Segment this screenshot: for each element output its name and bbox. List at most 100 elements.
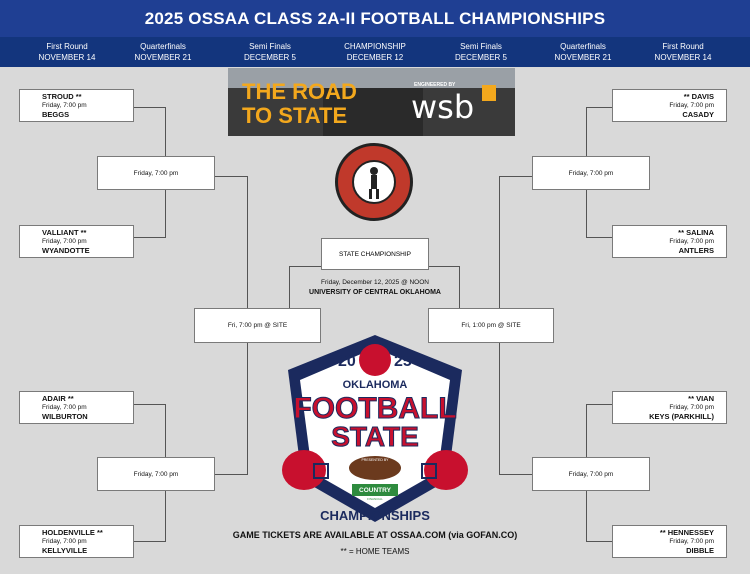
bracket-line (586, 541, 618, 542)
game-time: Friday, 7:00 pm (42, 102, 87, 109)
banner-title-line2: TO STATE (242, 103, 348, 128)
bracket-line (289, 266, 322, 267)
bracket-line (215, 474, 248, 475)
logo-state-word: STATE (331, 421, 419, 452)
away-team: CASADY (682, 110, 714, 119)
banner-sky (228, 68, 515, 88)
country-financial-logo (352, 484, 398, 496)
first-round-game: ** DAVIS Friday, 7:00 pm CASADY (612, 89, 727, 122)
game-time: Friday, 7:00 pm (42, 538, 87, 545)
right-helmet-icon (421, 450, 468, 490)
home-team: HOLDENVILLE ** (42, 528, 103, 537)
first-round-game: VALLIANT ** Friday, 7:00 pm WYANDOTTE (19, 225, 134, 258)
banner-title-line1: THE ROAD (242, 79, 357, 104)
home-team: ADAIR ** (42, 394, 74, 403)
round-name: Semi Finals (249, 42, 291, 51)
bracket-line (289, 266, 290, 308)
bracket-line (586, 404, 618, 405)
game-time: Friday, 7:00 pm (42, 404, 87, 411)
bracket-line (133, 404, 165, 405)
round-date: NOVEMBER 21 (134, 53, 192, 62)
wsb-flag-icon (482, 85, 496, 101)
game-time: Friday, 7:00 pm (42, 238, 87, 245)
logo-seal-icon (359, 344, 391, 376)
round-name: Semi Finals (460, 42, 502, 51)
home-teams-note: ** = HOME TEAMS (340, 547, 410, 556)
away-team: KEYS (PARKHILL) (649, 412, 714, 421)
home-team: ** SALINA (678, 228, 714, 237)
page-title: 2025 OSSAA CLASS 2A-II FOOTBALL CHAMPION… (0, 0, 750, 37)
championship-venue: UNIVERSITY OF CENTRAL OKLAHOMA (309, 289, 441, 296)
logo-football: FOOTBALL (293, 392, 456, 425)
bracket-line (459, 266, 460, 308)
logo-presented-by: PRESENTED BY (361, 458, 389, 462)
away-team: KELLYVILLE (42, 546, 88, 555)
seal-center (352, 160, 396, 204)
first-round-game: ** SALINA Friday, 7:00 pm ANTLERS (612, 225, 727, 258)
round-name: Quarterfinals (560, 42, 606, 51)
player-silhouette-icon (369, 167, 379, 199)
logo-sponsor-sub: FINANCIAL (367, 497, 383, 501)
round-date: NOVEMBER 21 (554, 53, 612, 62)
bracket-line (499, 474, 533, 475)
logo-year-left: 20 (338, 353, 356, 370)
football-state-championships-logo: 20 25 OKLAHOMA FOOTBALL STATE PRESENTED … (282, 335, 468, 523)
banner-title: THE ROAD TO STATE (242, 80, 357, 128)
first-round-game: STROUD ** Friday, 7:00 pm BEGGS (19, 89, 134, 122)
first-round-game: ADAIR ** Friday, 7:00 pm WILBURTON (19, 391, 134, 424)
home-team: VALLIANT ** (42, 228, 87, 237)
away-team: DIBBLE (686, 546, 714, 555)
ossaa-seal-icon (335, 143, 413, 221)
home-team: ** HENNESSEY (659, 528, 714, 537)
bracket-line (586, 237, 618, 238)
banner-road (323, 88, 423, 136)
semifinal-game: Fri, 7:00 pm @ SITE (194, 308, 321, 343)
round-name: First Round (662, 42, 704, 51)
logo-shield-inner (300, 348, 450, 508)
state-championship-box: STATE CHAMPIONSHIP (321, 238, 429, 270)
tickets-note: GAME TICKETS ARE AVAILABLE AT OSSAA.COM … (232, 530, 518, 540)
bracket-line (133, 107, 165, 108)
away-team: BEGGS (42, 110, 70, 119)
semifinal-game: Fri, 1:00 pm @ SITE (428, 308, 554, 343)
bracket-line (215, 176, 247, 177)
wsb-logo: wsb (411, 88, 475, 126)
bracket-line (133, 237, 166, 238)
football-icon (349, 456, 401, 480)
first-round-game: ** VIAN Friday, 7:00 pm KEYS (PARKHILL) (612, 391, 727, 424)
bracket-line (428, 266, 460, 267)
round-date: NOVEMBER 14 (38, 53, 96, 62)
round-name: Quarterfinals (140, 42, 186, 51)
round-date: DECEMBER 12 (346, 53, 404, 62)
championship-info: Friday, December 12, 2025 @ NOON UNIVERS… (270, 278, 480, 298)
home-team: STROUD ** (42, 92, 82, 101)
game-time: Friday, 7:00 pm (669, 404, 714, 411)
bracket-line (133, 541, 166, 542)
quarterfinal-game: Friday, 7:00 pm (532, 156, 650, 190)
game-time: Friday, 7:00 pm (669, 102, 714, 109)
logo-state: OKLAHOMA (343, 379, 408, 391)
round-date: NOVEMBER 14 (654, 53, 712, 62)
round-name: CHAMPIONSHIP (344, 42, 406, 51)
first-round-game: HOLDENVILLE ** Friday, 7:00 pm KELLYVILL… (19, 525, 134, 558)
logo-year-right: 25 (394, 353, 412, 370)
round-date: DECEMBER 5 (243, 53, 296, 62)
bracket-line (586, 107, 618, 108)
game-time: Friday, 7:00 pm (669, 238, 714, 245)
away-team: ANTLERS (678, 246, 714, 255)
logo-sponsor: COUNTRY (359, 487, 392, 494)
quarterfinal-game: Friday, 7:00 pm (532, 457, 650, 491)
logo-championships: CHAMPIONSHIPS (320, 508, 430, 523)
round-date: DECEMBER 5 (454, 53, 507, 62)
left-helmet-icon (282, 450, 329, 490)
home-team: ** DAVIS (683, 92, 714, 101)
road-to-state-banner: THE ROAD TO STATE ENGINEERED BY wsb (228, 68, 515, 136)
engineered-by-label: ENGINEERED BY (414, 82, 456, 88)
bracket-line (499, 176, 533, 177)
